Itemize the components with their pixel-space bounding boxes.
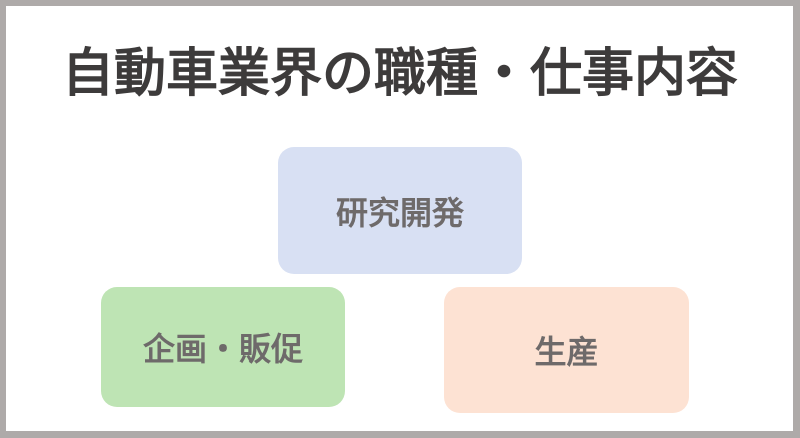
job-box-production: 生産: [444, 287, 689, 413]
job-box-label: 企画・販促: [142, 330, 303, 368]
slide-canvas: 自動車業界の職種・仕事内容 研究開発 企画・販促 生産: [6, 6, 793, 431]
job-box-label: 研究開発: [335, 193, 464, 232]
job-box-label: 生産: [534, 333, 599, 371]
slide-title: 自動車業界の職種・仕事内容: [61, 44, 738, 104]
job-box-research-development: 研究開発: [278, 147, 522, 274]
job-box-planning-sales-promotion: 企画・販促: [101, 287, 345, 407]
